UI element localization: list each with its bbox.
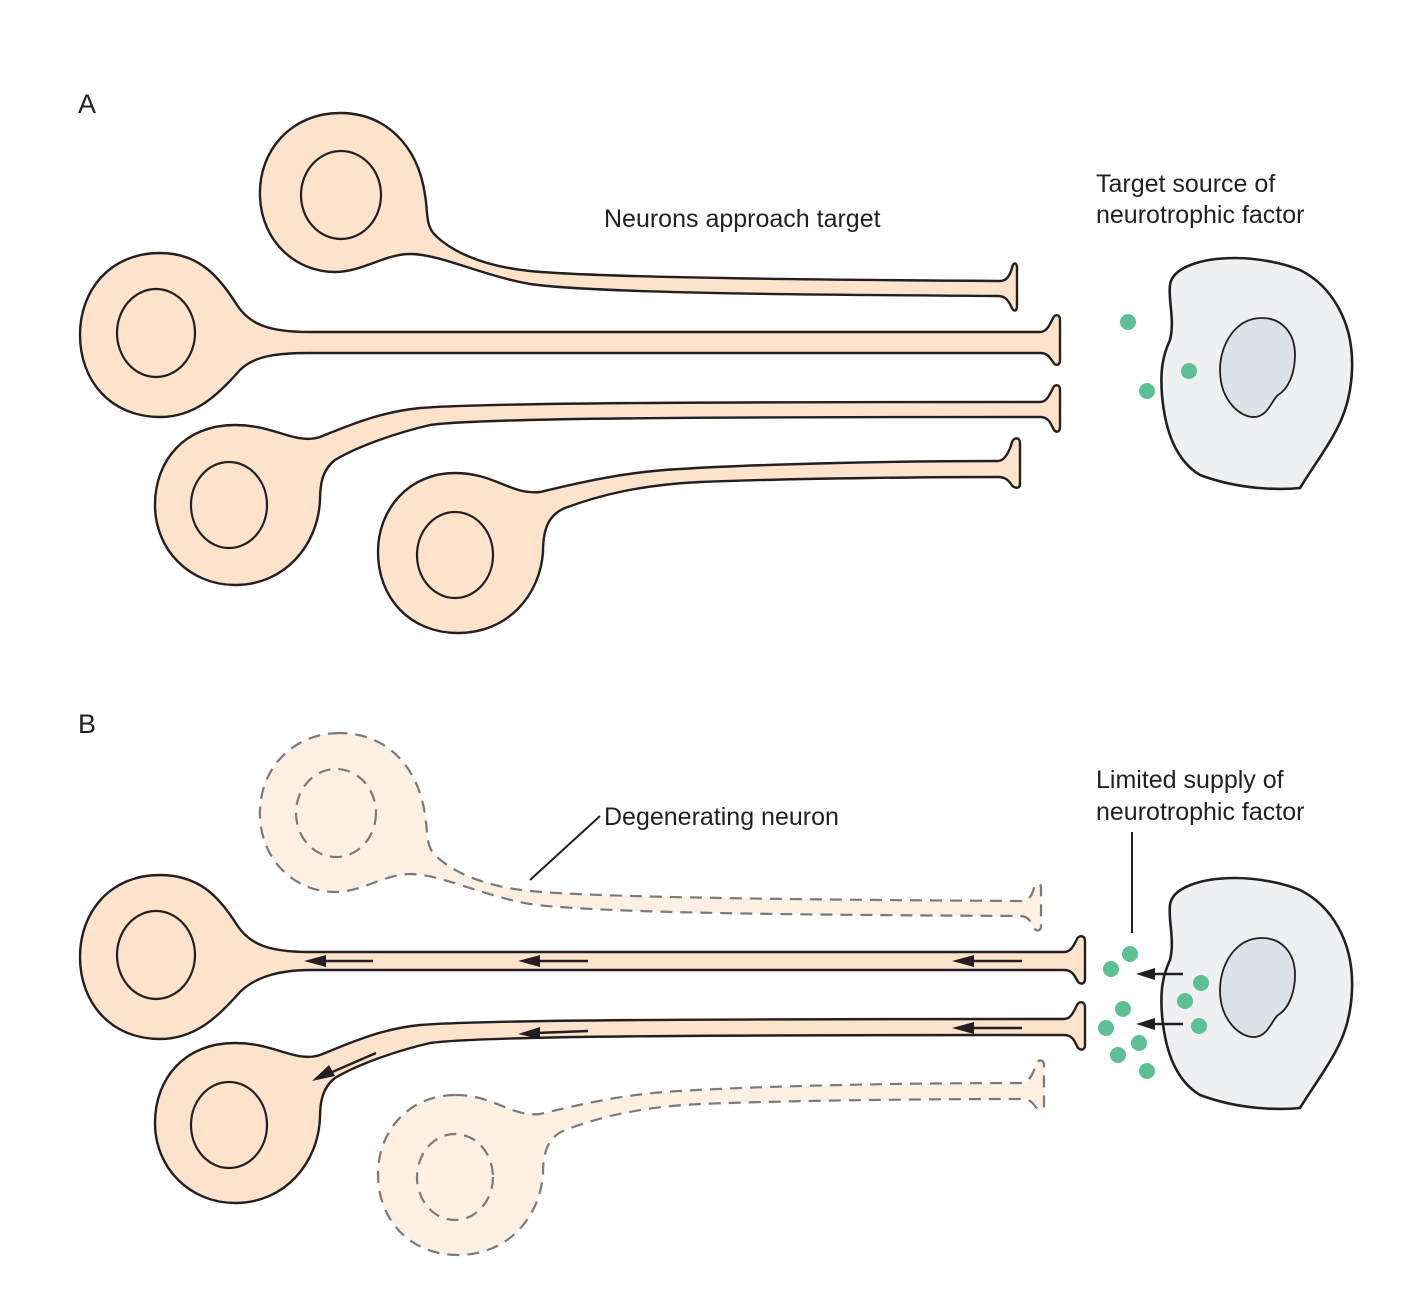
- supply-caption-line2: neurotrophic factor: [1096, 798, 1304, 826]
- surviving-neuron-b2: [78, 873, 1087, 1041]
- neurotrophic-factor-particle: [1181, 363, 1197, 379]
- neurotrophic-factor-particle: [1139, 1063, 1155, 1079]
- degenerating-nucleus-b4: [415, 1132, 495, 1222]
- retrograde-arrow: [304, 955, 373, 967]
- degenerating-neuron-b1: [258, 731, 1043, 932]
- surviving-nucleus-b2: [115, 909, 197, 1001]
- neuron-a1-nucleus: [299, 149, 383, 241]
- neurotrophic-factor-particle: [1177, 993, 1193, 1009]
- retrograde-arrow: [312, 1051, 377, 1081]
- neuron-a2: [78, 251, 1062, 419]
- neurotrophic-factor-particle: [1139, 383, 1155, 399]
- retrograde-arrow: [518, 955, 588, 967]
- neurotrophic-factor-particle: [1191, 1018, 1207, 1034]
- target-caption-line2: neurotrophic factor: [1096, 201, 1304, 229]
- neurotrophic-factor-particle: [1110, 1047, 1126, 1063]
- panel-a-label: A: [78, 89, 96, 119]
- target-cell-b: [1136, 876, 1354, 1111]
- retrograde-arrow: [518, 1027, 589, 1039]
- neuron-a2-nucleus: [115, 287, 197, 379]
- neurotrophic-factor-particle: [1115, 1001, 1131, 1017]
- panel-b: B Degenerating neuron Limited supply of …: [78, 709, 1354, 1257]
- secretion-arrow: [1136, 968, 1183, 980]
- target-caption-line1: Target source of: [1096, 170, 1275, 198]
- neurotrophic-factor-particle: [1120, 314, 1136, 330]
- neurotrophic-factor-particle: [1193, 975, 1209, 991]
- secretion-arrow: [1136, 1018, 1183, 1030]
- neuron-a4: [376, 437, 1022, 635]
- surviving-neuron-b3: [153, 1001, 1087, 1205]
- retrograde-transport-arrows: [304, 955, 1022, 1081]
- neurotrophic-factor-particle: [1131, 1035, 1147, 1051]
- degenerating-leader-line: [529, 815, 601, 881]
- neurotrophic-factor-particle: [1122, 946, 1138, 962]
- factor-particles-b: [1098, 946, 1209, 1079]
- degenerating-nucleus-b1: [294, 767, 378, 859]
- neuron-a4-nucleus: [415, 510, 495, 600]
- neuron-a1: [258, 111, 1019, 312]
- neurotrophic-factor-particle: [1103, 961, 1119, 977]
- neurotrophic-factor-particle: [1098, 1020, 1114, 1036]
- supply-caption-line1: Limited supply of: [1096, 766, 1284, 794]
- neuron-a3-nucleus: [189, 460, 269, 550]
- retrograde-arrow: [952, 1022, 1022, 1034]
- neuron-a3: [153, 384, 1062, 587]
- degenerating-neuron-caption: Degenerating neuron: [604, 803, 839, 831]
- panel-b-label: B: [78, 709, 96, 739]
- surviving-nucleus-b3: [189, 1080, 269, 1170]
- degenerating-neuron-b4: [376, 1059, 1046, 1257]
- target-cell-a: [1160, 256, 1354, 491]
- retrograde-arrow: [952, 955, 1022, 967]
- factor-particles-a: [1120, 314, 1197, 399]
- panel-a: A Neurons approach target Target source …: [78, 89, 1354, 635]
- neurons-approach-caption: Neurons approach target: [604, 205, 881, 233]
